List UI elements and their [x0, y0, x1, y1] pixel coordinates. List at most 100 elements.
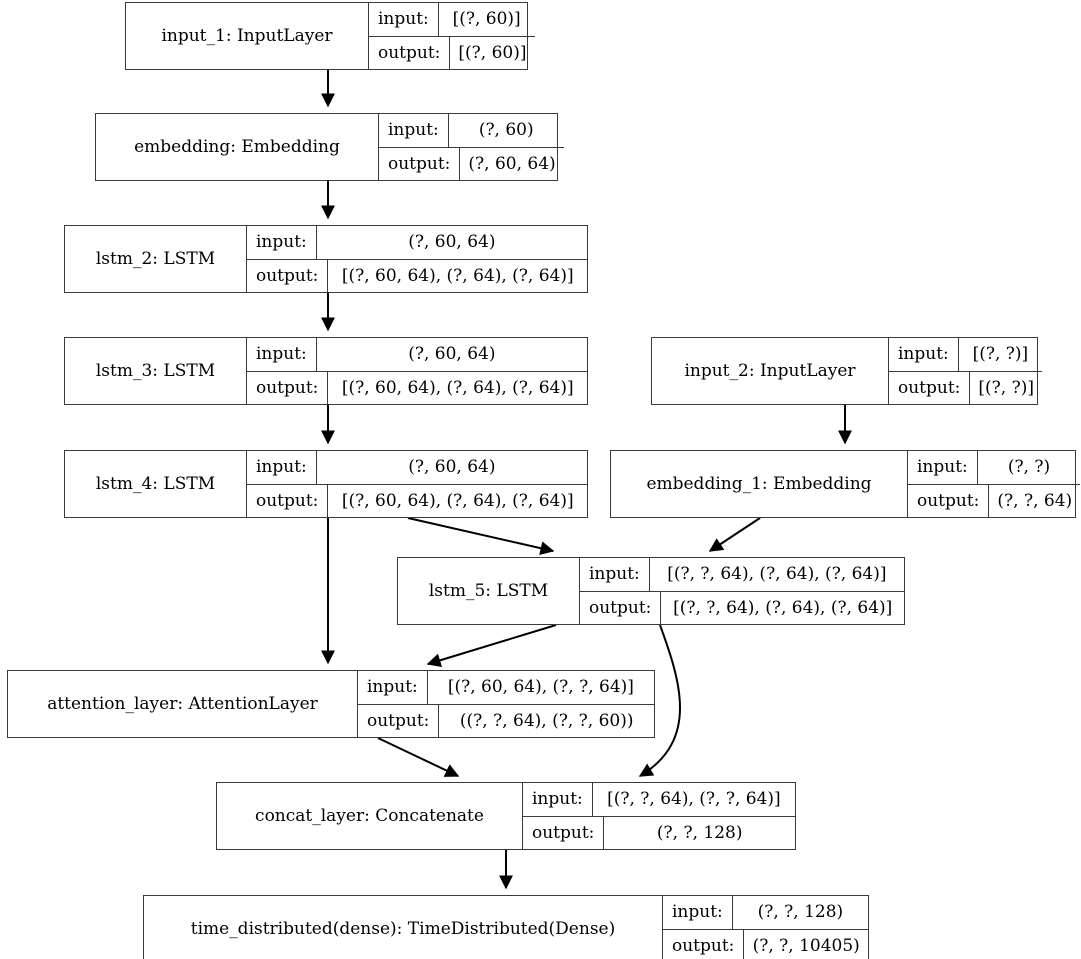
node-io-table: input: (?, 60, 64) output: [(?, 60, 64),… [247, 338, 587, 404]
node-input-1[interactable]: input_1: InputLayer input: [(?, 60)] out… [125, 2, 535, 70]
node-io-row-output: output: ((?, ?, 64), (?, ?, 60)) [358, 704, 654, 737]
node-io-table: input: [(?, 60)] output: [(?, 60)] [369, 3, 535, 69]
io-label-output: output: [369, 36, 451, 69]
node-io-table: input: (?, 60, 64) output: [(?, 60, 64),… [247, 226, 587, 292]
node-title: attention_layer: AttentionLayer [8, 671, 358, 737]
node-title: lstm_5: LSTM [398, 558, 580, 624]
io-value-input: [(?, ?, 64), (?, 64), (?, 64)] [667, 564, 887, 585]
node-io-row-input: input: (?, 60) [379, 114, 564, 148]
node-io-row-output: output: (?, ?, 10405) [663, 929, 868, 959]
io-value-input: (?, 60) [478, 120, 534, 141]
node-title: input_1: InputLayer [126, 3, 369, 69]
io-value-output: [(?, 60, 64), (?, 64), (?, 64)] [341, 377, 574, 398]
node-io-row-input: input: [(?, 60)] [369, 3, 535, 37]
io-label-input: input: [889, 338, 959, 371]
node-title: concat_layer: Concatenate [217, 783, 523, 849]
node-io-row-input: input: (?, ?, 128) [663, 896, 868, 930]
io-label-output: output: [663, 929, 745, 959]
io-value-output: (?, ?, 64) [997, 490, 1073, 511]
node-io-table: input: (?, 60) output: (?, 60, 64) [379, 114, 564, 180]
io-value-output: [(?, 60)] [458, 42, 527, 63]
node-lstm-3[interactable]: lstm_3: LSTM input: (?, 60, 64) output: … [64, 337, 588, 405]
node-io-row-output: output: [(?, 60)] [369, 36, 535, 69]
node-title: lstm_4: LSTM [65, 451, 247, 517]
node-io-row-output: output: [(?, ?, 64), (?, 64), (?, 64)] [580, 591, 904, 624]
io-label-input: input: [247, 451, 317, 484]
io-value-input: (?, ?) [1007, 457, 1051, 478]
node-title: lstm_3: LSTM [65, 338, 247, 404]
node-io-table: input: [(?, 60, 64), (?, ?, 64)] output:… [358, 671, 654, 737]
io-value-input: [(?, 60, 64), (?, ?, 64)] [447, 677, 634, 698]
edge-embedding1-lstm5 [708, 517, 761, 552]
node-io-row-input: input: (?, 60, 64) [247, 338, 587, 372]
node-title: embedding: Embedding [96, 114, 379, 180]
node-io-row-input: input: [(?, 60, 64), (?, ?, 64)] [358, 671, 654, 705]
node-concat-layer[interactable]: concat_layer: Concatenate input: [(?, ?,… [216, 782, 796, 850]
io-value-output: (?, ?, 10405) [752, 935, 860, 956]
node-time-distributed-dense[interactable]: time_distributed(dense): TimeDistributed… [143, 895, 869, 959]
io-value-output: (?, 60, 64) [468, 153, 556, 174]
node-lstm-5[interactable]: lstm_5: LSTM input: [(?, ?, 64), (?, 64)… [397, 557, 905, 625]
io-value-output: [(?, 60, 64), (?, 64), (?, 64)] [341, 265, 574, 286]
io-value-input: [(?, ?, 64), (?, ?, 64)] [607, 789, 781, 810]
node-io-row-output: output: [(?, ?)] [889, 371, 1042, 404]
io-value-input: (?, ?, 128) [757, 902, 844, 923]
node-io-row-input: input: (?, 60, 64) [247, 451, 587, 485]
edge-attention-concat [377, 737, 460, 777]
io-value-output: [(?, ?, 64), (?, 64), (?, 64)] [673, 597, 893, 618]
node-io-row-input: input: [(?, ?, 64), (?, ?, 64)] [523, 783, 795, 817]
io-label-input: input: [247, 226, 317, 259]
node-io-row-input: input: (?, 60, 64) [247, 226, 587, 260]
io-value-input: [(?, 60)] [452, 9, 521, 30]
io-label-output: output: [908, 484, 990, 517]
node-io-table: input: (?, 60, 64) output: [(?, 60, 64),… [247, 451, 587, 517]
io-label-output: output: [247, 259, 329, 292]
node-attention-layer[interactable]: attention_layer: AttentionLayer input: [… [7, 670, 655, 738]
node-io-row-output: output: [(?, 60, 64), (?, 64), (?, 64)] [247, 371, 587, 404]
io-label-output: output: [358, 704, 440, 737]
io-label-input: input: [663, 896, 733, 929]
node-io-row-output: output: [(?, 60, 64), (?, 64), (?, 64)] [247, 259, 587, 292]
node-io-row-output: output: (?, ?, 128) [523, 816, 795, 849]
io-value-input: (?, 60, 64) [408, 457, 496, 478]
node-title: embedding_1: Embedding [611, 451, 908, 517]
io-value-output: [(?, 60, 64), (?, 64), (?, 64)] [341, 490, 574, 511]
edge-lstm5-attention [426, 624, 557, 668]
node-lstm-2[interactable]: lstm_2: LSTM input: (?, 60, 64) output: … [64, 225, 588, 293]
io-label-output: output: [889, 371, 971, 404]
io-value-output: [(?, ?)] [978, 377, 1034, 398]
io-label-output: output: [379, 147, 461, 180]
node-io-row-input: input: [(?, ?, 64), (?, 64), (?, 64)] [580, 558, 904, 592]
io-value-output: (?, ?, 128) [656, 822, 743, 843]
io-label-input: input: [908, 451, 978, 484]
node-io-table: input: (?, ?) output: (?, ?, 64) [908, 451, 1081, 517]
io-label-input: input: [379, 114, 449, 147]
node-io-table: input: [(?, ?)] output: [(?, ?)] [889, 338, 1042, 404]
node-embedding[interactable]: embedding: Embedding input: (?, 60) outp… [95, 113, 564, 181]
edge-lstm4-lstm5 [407, 517, 555, 556]
node-lstm-4[interactable]: lstm_4: LSTM input: (?, 60, 64) output: … [64, 450, 588, 518]
io-label-input: input: [580, 558, 650, 591]
node-title: time_distributed(dense): TimeDistributed… [144, 896, 663, 959]
node-io-table: input: (?, ?, 128) output: (?, ?, 10405) [663, 896, 868, 959]
io-label-output: output: [580, 591, 662, 624]
node-io-row-output: output: (?, ?, 64) [908, 484, 1080, 517]
io-value-input: (?, 60, 64) [408, 344, 496, 365]
node-input-2[interactable]: input_2: InputLayer input: [(?, ?)] outp… [651, 337, 1042, 405]
node-io-table: input: [(?, ?, 64), (?, ?, 64)] output: … [523, 783, 795, 849]
node-title: lstm_2: LSTM [65, 226, 247, 292]
io-label-output: output: [523, 816, 605, 849]
io-value-input: (?, 60, 64) [408, 232, 496, 253]
io-label-input: input: [523, 783, 593, 816]
node-io-row-input: input: [(?, ?)] [889, 338, 1042, 372]
node-io-row-output: output: (?, 60, 64) [379, 147, 564, 180]
io-label-input: input: [369, 3, 439, 36]
io-value-output: ((?, ?, 64), (?, ?, 60)) [459, 710, 634, 731]
io-value-input: [(?, ?)] [972, 344, 1029, 365]
node-title: input_2: InputLayer [652, 338, 889, 404]
node-io-table: input: [(?, ?, 64), (?, 64), (?, 64)] ou… [580, 558, 904, 624]
io-label-input: input: [358, 671, 428, 704]
node-embedding-1[interactable]: embedding_1: Embedding input: (?, ?) out… [610, 450, 1081, 518]
io-label-input: input: [247, 338, 317, 371]
